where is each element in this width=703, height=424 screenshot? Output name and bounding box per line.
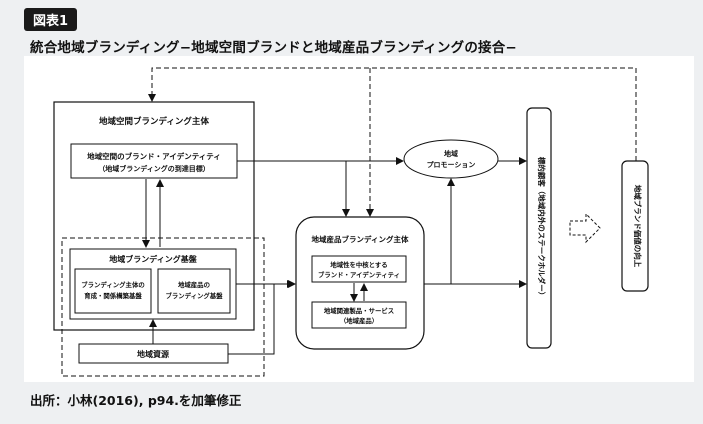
product-base-line2: ブランディング基盤 [165,291,223,300]
base-dashed-region [61,237,265,377]
promotion-line1: 地域 [444,149,458,158]
figure-title: 統合地域ブランディング−地域空間ブランドと地域産品ブランディングの接合− [30,40,517,56]
dashed-hollow-arrow [569,212,601,244]
product-identity-line2: ブランド・アイデンティティ [318,270,400,279]
products-line2: （地域産品） [340,316,378,325]
diagram-panel: 地域空間ブランディング主体 地域空間のブランド・アイデンティティ （地域ブランデ… [24,56,694,382]
spatial-identity-line1: 地域空間のブランド・アイデンティティ [87,151,221,161]
brand-value-label: 地域ブランド価値の向上 [633,185,643,268]
diagram-canvas: 地域空間ブランディング主体 地域空間のブランド・アイデンティティ （地域ブランデ… [53,67,649,377]
product-base-box [157,268,231,314]
spatial-entity-label: 地域空間ブランディング主体 [99,116,209,127]
brand-value-box [621,160,649,292]
target-customers-label: 標的顧客（地域内外のステークホルダー） [537,157,547,300]
entity-development-box [74,268,152,314]
figure-badge: 図表1 [24,8,78,31]
products-box [311,301,407,329]
entity-development-line1: ブランディング主体の [81,280,144,289]
branding-base-label: 地域ブランディング基盤 [109,254,197,264]
promotion-ellipse [403,139,499,179]
product-identity-box [311,255,407,283]
spatial-identity-line2: （地域ブランディングの到達目標） [98,164,210,173]
feedback-dashed-line [148,67,637,161]
spatial-entity-box [53,101,255,331]
resources-to-product-entity-line [228,280,295,355]
product-entity-label: 地域産品ブランディング主体 [312,234,409,244]
figure-source: 出所：小林(2016), p94.を加筆修正 [30,393,242,408]
resources-label: 地域資源 [137,349,169,359]
product-base-line1: 地域産品の [178,280,210,289]
spatial-identity-box [70,143,238,179]
target-customers-box [526,107,552,349]
promotion-line2: プロモーション [427,160,476,169]
entity-development-line2: 育成・関係構築基盤 [84,291,142,300]
product-identity-line1: 地域性を中核とする [330,260,387,269]
products-line1: 地域関連製品・サービス [324,306,394,315]
